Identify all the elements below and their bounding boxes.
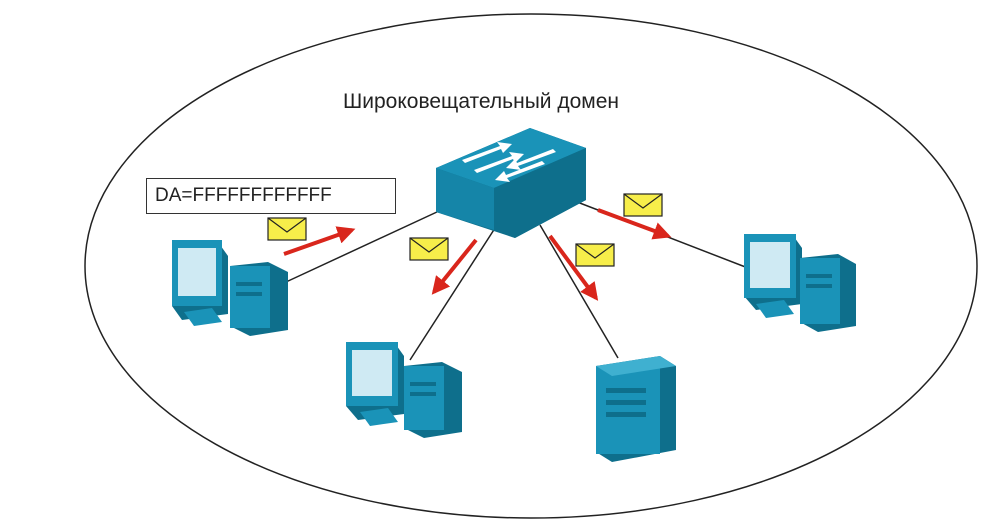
arrow-to-server xyxy=(548,234,599,301)
envelope-icon xyxy=(267,217,307,241)
diagram-title: Широковещательный домен xyxy=(343,90,619,113)
link-sender xyxy=(285,204,453,283)
frame-arrows xyxy=(283,208,672,301)
envelope-icon xyxy=(409,237,449,261)
link-pc-bottom xyxy=(409,224,498,361)
right-pc-icon xyxy=(744,234,856,332)
switch-icon xyxy=(436,128,586,238)
arrow-to-pc-bottom xyxy=(431,238,478,295)
bottom-pc-icon xyxy=(346,342,462,438)
broadcast-domain-ellipse xyxy=(84,13,978,519)
arrow-to-pc-right xyxy=(597,208,672,240)
arrow-to-switch xyxy=(283,226,356,256)
server-icon xyxy=(596,356,676,462)
destination-address-label: DA=FFFFFFFFFFFF xyxy=(146,178,396,214)
link-server xyxy=(539,224,619,359)
sender-pc-icon xyxy=(172,240,288,336)
envelope-icon xyxy=(623,193,663,217)
envelope-icon xyxy=(575,243,615,267)
